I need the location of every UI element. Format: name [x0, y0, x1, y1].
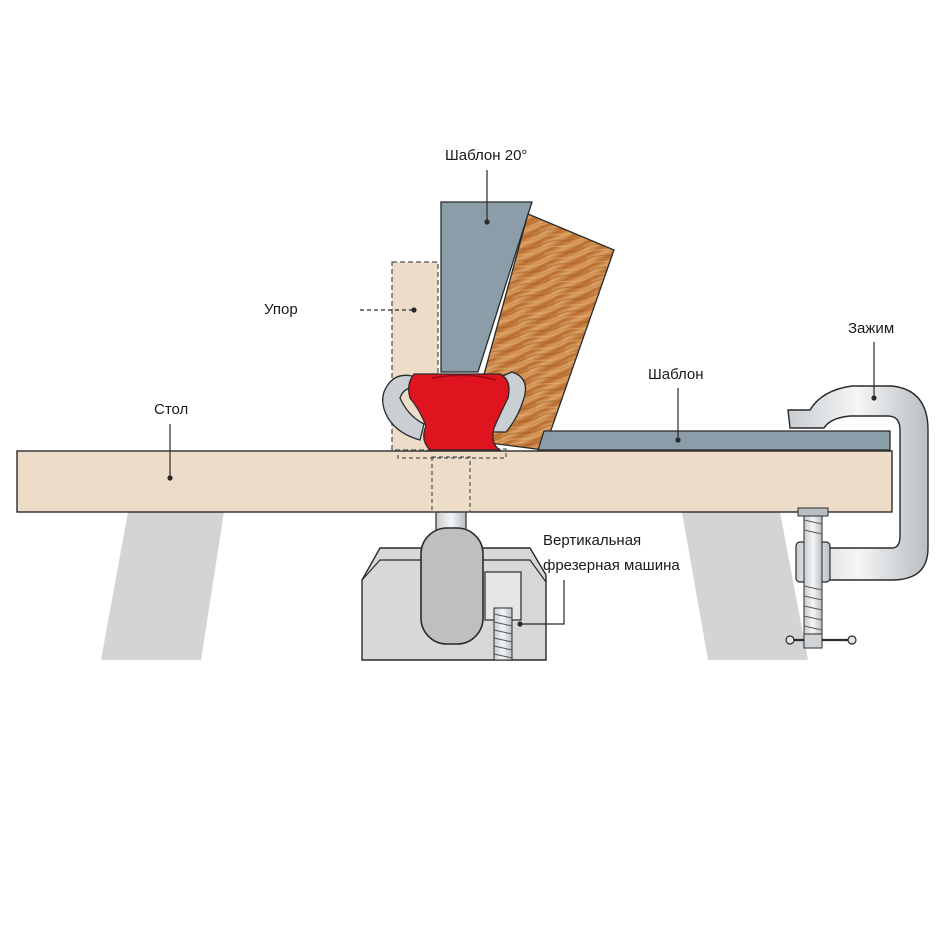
c-clamp [785, 385, 929, 649]
table-leg-right [682, 512, 808, 660]
clamp-screw [803, 511, 823, 643]
label-stop: Упор [264, 301, 298, 318]
clamp-handle [785, 633, 857, 649]
router-adjust-screw [493, 607, 513, 661]
label-clamp: Зажим [848, 320, 894, 337]
callouts: Шаблон 20° Упор Стол Шаблон Зажим Вертик… [154, 147, 894, 627]
template-flat [537, 430, 891, 451]
table-leg-left [101, 512, 224, 660]
label-router-line1: Вертикальная [543, 532, 641, 549]
bit-shank-hidden [431, 456, 471, 513]
table-legs [101, 512, 808, 660]
table-top [16, 450, 893, 513]
label-template-20: Шаблон 20° [445, 147, 527, 164]
bit-cutter [408, 373, 510, 451]
template-20-degree [440, 201, 533, 373]
router-machine [361, 509, 547, 661]
router-motor [420, 527, 484, 645]
bit-opening-hidden [397, 448, 507, 459]
router-bit [382, 371, 527, 451]
label-router-line2: фрезерная машина [543, 557, 680, 574]
clamp-pad [797, 507, 829, 517]
label-template: Шаблон [648, 366, 704, 383]
label-table: Стол [154, 401, 188, 418]
